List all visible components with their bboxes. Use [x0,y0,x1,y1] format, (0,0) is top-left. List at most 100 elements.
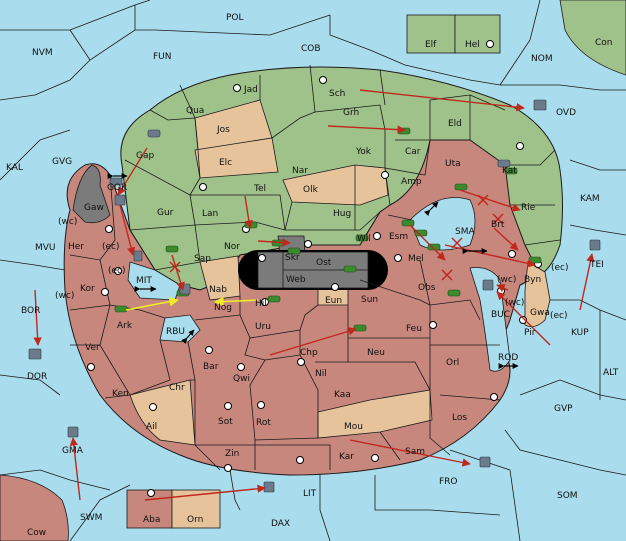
province-labels: POL NVM FUN COB NOM Con Elf Hel Jad Sch … [6,13,619,538]
label-cob: COB [301,44,321,54]
label-nvm: NVM [32,48,53,58]
label-sot: Sot [218,417,233,427]
cut-markers [169,194,504,281]
label-fun: FUN [153,52,172,62]
label-dor: DOR [27,372,47,382]
label-dax: DAX [271,519,290,529]
label-rot: Rot [256,418,271,428]
label-amp: Amp [401,177,422,187]
label-kar: Kar [339,452,354,462]
label-cow: Cow [27,528,46,538]
label-kor: Kor [80,284,95,294]
label-sma: SMA [455,227,475,237]
label-byn: Byn [524,275,541,285]
label-ec-4: (ec) [550,311,568,321]
label-con: Con [595,38,613,48]
fleet-units[interactable] [28,99,601,493]
label-wil: Wil [357,234,371,244]
label-jad: Jad [243,85,258,95]
province-gwa[interactable] [524,261,551,328]
label-bor: BOR [21,306,40,316]
label-kal: KAL [6,163,23,173]
label-tei: TEI [589,260,604,270]
label-mit: MIT [136,276,152,286]
label-wc-1: (wc) [58,217,77,227]
label-ovd: OVD [556,108,576,118]
label-swm: SWM [80,513,102,523]
supply-centers [87,40,542,497]
label-orl: Orl [446,358,459,368]
label-uru: Uru [255,322,271,332]
label-rbu: RBU [166,327,185,337]
label-gor: GOR [107,183,127,193]
label-pol: POL [226,13,244,23]
label-aba: Aba [143,515,160,525]
label-kup: KUP [571,328,589,338]
province-cow[interactable] [0,474,69,541]
label-ec-1: (ec) [102,242,120,252]
label-lan: Lan [202,209,218,219]
label-eld: Eld [448,119,462,129]
label-qwi: Qwi [233,374,250,384]
label-qua: Qua [186,106,204,116]
label-uta: Uta [445,159,461,169]
label-kat: Kat [502,166,517,176]
label-ail: Ail [146,422,157,432]
order-arrows [33,89,595,501]
label-ken: Ken [112,389,129,399]
province-elf[interactable] [406,14,456,54]
province-borders [69,64,561,471]
label-hil: Hil [255,299,267,309]
label-gap: Gap [136,151,154,161]
label-rod: ROD [498,353,518,363]
label-kam: KAM [580,194,600,204]
label-rie: Rie [521,203,536,213]
label-sch: Sch [329,89,345,99]
label-obs: Obs [418,283,436,293]
label-chp: Chp [300,348,318,358]
label-olk: Olk [303,185,319,195]
label-nil: Nil [315,369,327,379]
label-pir: Pir [524,328,536,338]
label-wc-4: (wc) [505,298,524,308]
label-orn: Orn [187,515,203,525]
label-car: Car [405,147,421,157]
label-mel: Mel [408,254,424,264]
label-hel: Hel [465,40,480,50]
label-alt: ALT [603,368,619,378]
label-esm: Esm [389,232,408,242]
province-gaw[interactable] [72,164,111,224]
province-ail[interactable] [129,379,196,446]
label-kaa: Kaa [334,390,351,400]
label-ver: Ver [85,343,100,353]
label-ec-3: (ec) [108,266,126,276]
label-ost: Ost [316,258,332,268]
label-tel: Tel [253,184,266,194]
label-nom: NOM [531,54,553,64]
label-gvp: GVP [554,404,573,414]
support-order [125,296,259,311]
label-eun: Eun [325,296,342,306]
label-ark: Ark [117,321,133,331]
label-nog: Nog [214,303,232,313]
label-brt: Brt [491,220,505,230]
label-ec-2: (ec) [551,263,569,273]
label-yok: Yok [355,147,372,157]
label-bar: Bar [203,362,219,372]
label-web: Web [286,275,306,285]
label-gma: GMA [62,446,84,456]
label-fro: FRO [439,477,458,487]
label-elc: Elc [219,158,232,168]
label-grh: Grh [343,108,359,118]
label-gaw: Gaw [84,203,104,213]
label-her: Her [68,242,84,252]
province-elc[interactable] [194,137,279,179]
passage-markers [107,173,519,369]
label-lit: LIT [303,489,317,499]
label-gvg: GVG [52,157,72,167]
label-som: SOM [557,491,578,501]
label-wc-3: (wc) [55,291,74,301]
